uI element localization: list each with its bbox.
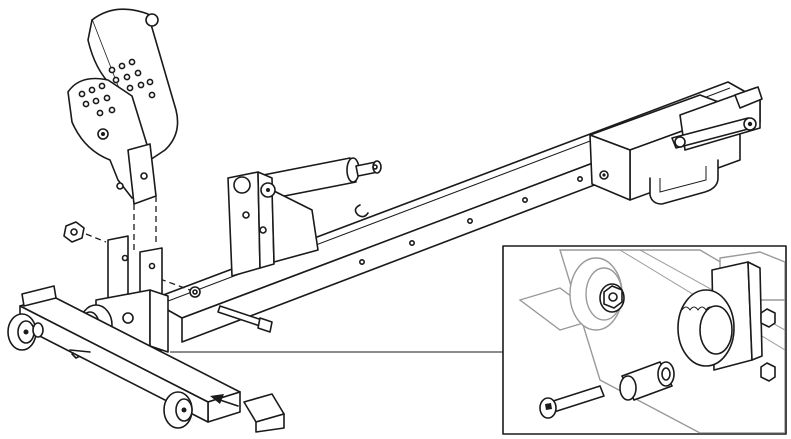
front-right-wheel: [163, 391, 193, 429]
inset-spacer: [619, 361, 675, 401]
pivot-linkage: [671, 86, 763, 149]
front-left-wheel: [7, 313, 44, 351]
long-bolt: [159, 278, 273, 333]
front-base: [7, 285, 285, 433]
inset-wheel: [569, 257, 625, 331]
foot-pedal-rear: [87, 8, 179, 161]
rail-holes: [358, 176, 583, 265]
foot-pedal-front: [67, 77, 157, 205]
inset-bolt: [539, 385, 605, 419]
detail-inset: [502, 245, 787, 435]
end-cap: [210, 393, 285, 433]
pedal-rear-holes: [108, 58, 156, 99]
cylinder-bracket: [227, 171, 319, 277]
pedal-front-holes: [78, 82, 116, 117]
loose-nut: [63, 221, 107, 243]
inset-clamp: [677, 261, 776, 382]
